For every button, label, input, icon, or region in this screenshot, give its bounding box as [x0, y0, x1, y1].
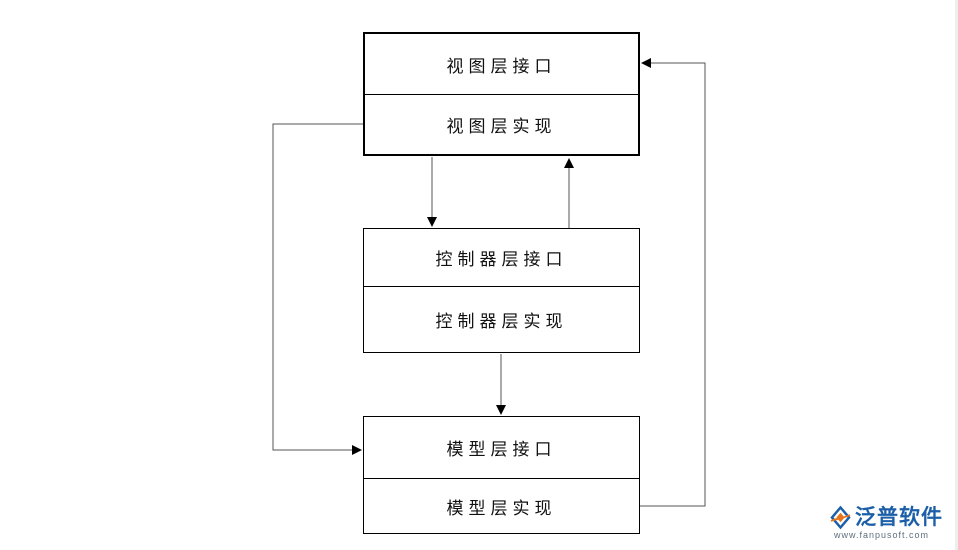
model-layer-block: 模型层接口 模型层实现 [363, 416, 640, 534]
brand-url: www.fanpusoft.com [834, 530, 930, 540]
watermark-logo: 泛普软件 www.fanpusoft.com [828, 503, 950, 545]
model-to-view-arrow [640, 58, 706, 507]
view-to-model-arrow [272, 123, 363, 455]
model-layer-interface: 模型层接口 [364, 417, 639, 479]
controller-layer-interface: 控制器层接口 [364, 229, 639, 287]
view-layer-implementation: 视图层实现 [446, 117, 557, 137]
right-edge-divider [955, 0, 958, 550]
brand-name: 泛普软件 [855, 505, 943, 529]
brand-mark-icon [830, 505, 851, 530]
view-layer-block: 视图层接口 视图层实现 [363, 32, 640, 156]
controller-layer-block: 控制器层接口 控制器层实现 [363, 228, 640, 353]
view-layer-interface: 视图层接口 [365, 34, 638, 95]
model-layer-implementation: 模型层实现 [446, 498, 557, 519]
controller-layer-implementation: 控制器层实现 [435, 312, 568, 332]
